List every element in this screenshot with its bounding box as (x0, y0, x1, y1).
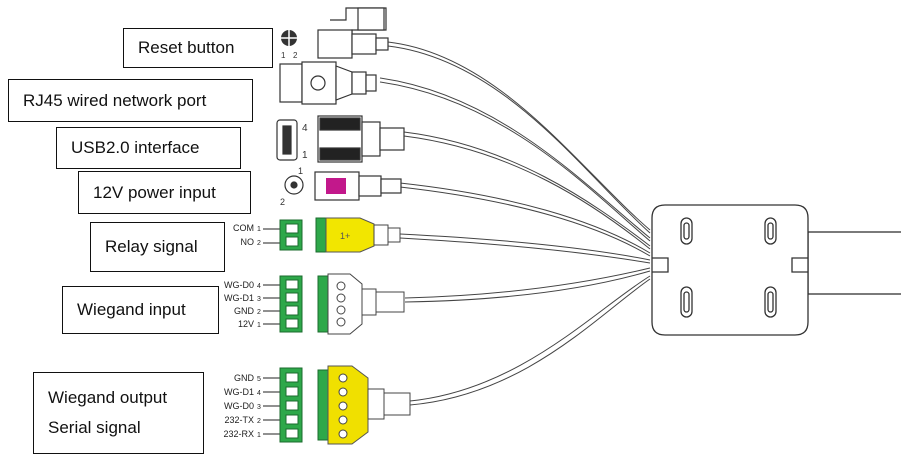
junction-body (651, 204, 901, 336)
wgout-pin-2-num: 3 (257, 404, 261, 411)
wgout-pin-4-name: 232-RX (223, 429, 254, 439)
wiegand-output-label-text: Wiegand output (48, 388, 168, 407)
wiegand-output-label: Wiegand output Serial signal (33, 372, 204, 454)
relay-pin-no-num: 2 (257, 240, 261, 247)
wgin-pin-3-name: 12V (238, 319, 254, 329)
usb-pin-top: 4 (302, 123, 308, 134)
wgin-pin-2-num: 2 (257, 309, 261, 316)
wgout-pin-3-name: 232-TX (224, 415, 254, 425)
reset-button-label: Reset button (123, 28, 273, 68)
wgout-pin-4-num: 1 (257, 432, 261, 439)
power-pin-top: 1 (298, 166, 303, 176)
wgout-pin-0-num: 5 (257, 376, 261, 383)
reset-button-label-text: Reset button (138, 38, 235, 57)
relay-plug-marking: 1+ (340, 231, 350, 241)
reset-pin-2: 2 (293, 51, 298, 60)
wgout-pin-2-name: WG-D0 (224, 401, 254, 411)
wgin-pin-1-num: 3 (257, 296, 261, 303)
cable-bundle (379, 41, 651, 406)
wiegand-input-label: Wiegand input (62, 286, 219, 334)
rj45-port-label: RJ45 wired network port (8, 79, 253, 122)
power-pin-bottom: 2 (280, 197, 285, 207)
wiegand-output-connector: GND 5 WG-D1 4 WG-D0 3 232-TX 2 232-RX 1 (223, 365, 411, 445)
usb-interface-label-text: USB2.0 interface (71, 138, 200, 157)
relay-signal-label-text: Relay signal (105, 237, 198, 256)
reset-connector (317, 7, 389, 59)
reset-pin-1: 1 (281, 51, 286, 60)
relay-pin-no-name: NO (241, 237, 255, 247)
relay-signal-label: Relay signal (90, 222, 225, 272)
rj45-port-label-text: RJ45 wired network port (23, 90, 207, 110)
power-input-label: 12V power input (78, 171, 251, 214)
wgin-pin-2-name: GND (234, 306, 255, 316)
wgout-pin-0-name: GND (234, 373, 255, 383)
wiegand-input-label-text: Wiegand input (77, 300, 186, 319)
relay-connector: COM 1 NO 2 1+ (233, 217, 401, 253)
reset-icon: 1 2 (281, 30, 298, 60)
usb-interface-label: USB2.0 interface (56, 127, 241, 169)
serial-signal-label-text: Serial signal (48, 418, 141, 437)
relay-pin-com-name: COM (233, 223, 254, 233)
usb-connector: 4 1 (276, 115, 405, 163)
power-input-label-text: 12V power input (93, 182, 216, 202)
wgin-pin-3-num: 1 (257, 322, 261, 329)
usb-pin-bottom: 1 (302, 150, 308, 161)
power-connector: 1 2 (280, 166, 402, 207)
wgin-pin-1-name: WG-D1 (224, 293, 254, 303)
wgin-pin-0-name: WG-D0 (224, 280, 254, 290)
wgout-pin-1-num: 4 (257, 390, 261, 397)
wgin-pin-0-num: 4 (257, 283, 261, 290)
wiegand-input-connector: WG-D0 4 WG-D1 3 GND 2 12V 1 (224, 273, 405, 335)
relay-pin-com-num: 1 (257, 226, 261, 233)
wgout-pin-3-num: 2 (257, 418, 261, 425)
wgout-pin-1-name: WG-D1 (224, 387, 254, 397)
rj45-connector (279, 61, 377, 105)
